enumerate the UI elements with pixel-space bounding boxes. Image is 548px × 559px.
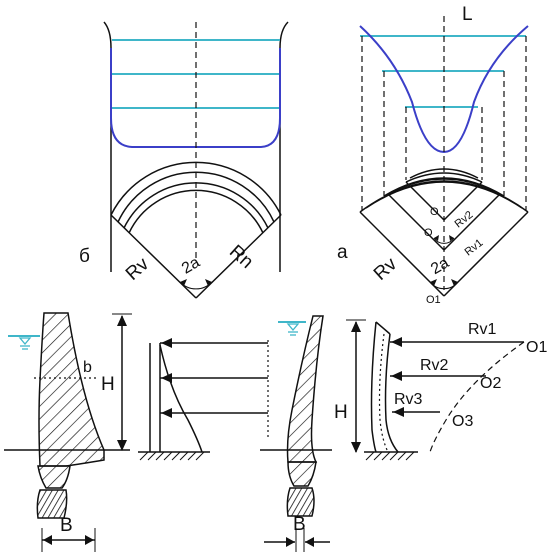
dam-body-right (286, 315, 324, 463)
foundation-left (36, 489, 68, 519)
label-height-right: H (334, 402, 348, 423)
label-center-1-top: O1 (426, 294, 441, 306)
label-radius-v3: Rv3 (394, 391, 423, 408)
label-radius-v1-top: Rv1 (463, 237, 486, 259)
water-level-symbol-right (278, 321, 306, 336)
label-radius-v2-top: Rv2 (453, 209, 476, 231)
label-height-left: H (101, 374, 115, 395)
label-base-width-right: B (293, 514, 306, 535)
variable-radii-diagram: Rv1 Rv2 Rv3 O1 O2 O3 (364, 321, 547, 461)
label-crest-width: b (83, 359, 92, 376)
panel-a-constant-angle-dam: L (337, 4, 529, 306)
label-angle-b: 2a (179, 254, 203, 278)
label-radius-v1: Rv1 (468, 321, 497, 338)
label-base-width-left: B (60, 515, 73, 536)
foundation-right (286, 487, 315, 517)
panel-a-plan-arches (359, 168, 529, 297)
label-radius-v2: Rv2 (420, 357, 449, 374)
label-radius-v-a: Rv (370, 253, 402, 284)
water-level-symbol-left (8, 335, 40, 350)
pressure-diagram-left (138, 338, 269, 461)
panel-b-plan-arch (110, 161, 282, 299)
label-center-2: O2 (480, 375, 501, 392)
section-thick-dam: b H B (4, 312, 132, 552)
label-center-1: O1 (526, 339, 547, 356)
label-variant-b: б (79, 246, 90, 267)
label-radius-n: Rn (225, 241, 257, 273)
label-valley-length: L (462, 4, 473, 25)
label-angle-a: 2a (428, 254, 452, 278)
label-radius-v-b: Rv (122, 253, 154, 284)
section-thin-dam: H B (260, 315, 366, 552)
panel-b-constant-radius-dam: б Rv 2a Rn (79, 21, 289, 299)
panel-a-elevation: L (359, 4, 529, 290)
label-variant-a: а (337, 242, 348, 263)
dam-body-left (38, 312, 105, 467)
label-center-o-mid: O (424, 227, 433, 239)
label-center-o-top: O (430, 206, 439, 218)
label-center-3: O3 (452, 413, 473, 430)
panel-b-elevation (103, 21, 289, 272)
